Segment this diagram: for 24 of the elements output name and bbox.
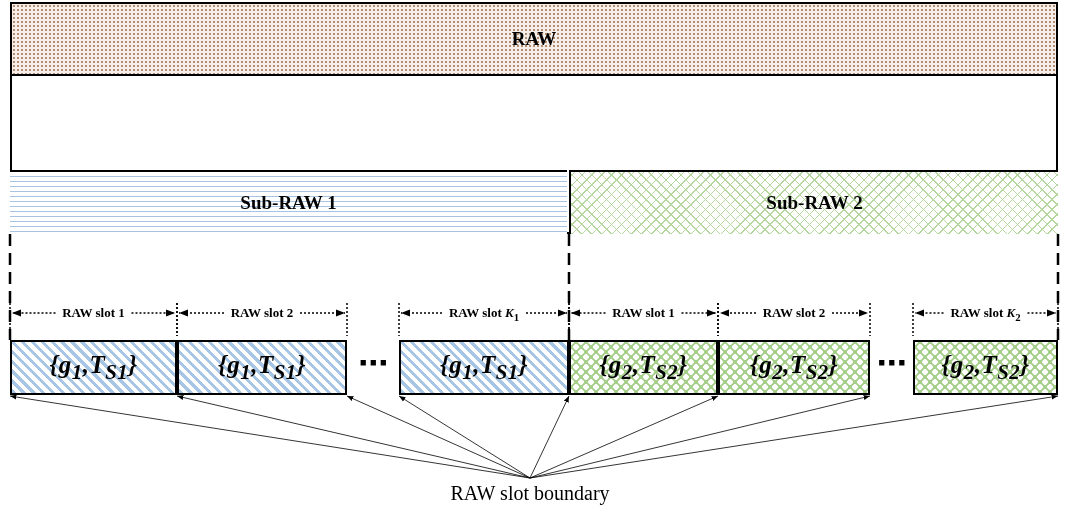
node-label: {g$_{1}$,T$_{S1}$} bbox=[218, 350, 306, 385]
node-label: Sub-RAW 2 bbox=[766, 192, 863, 214]
slot-box bbox=[718, 340, 870, 395]
node-label: {g$_{2}$,T$_{S2}$} bbox=[750, 350, 838, 385]
node-label: {g$_{2}$,T$_{S2}$} bbox=[941, 350, 1030, 385]
slot-box bbox=[913, 340, 1058, 395]
slot-box bbox=[177, 340, 347, 395]
band-box bbox=[10, 170, 567, 234]
slot-box bbox=[569, 340, 718, 395]
frame-box bbox=[10, 2, 1058, 234]
slot-box bbox=[399, 340, 569, 395]
node-label: RAW bbox=[511, 28, 557, 50]
ellipsis-mark: ⋯ bbox=[357, 348, 389, 378]
caption-text: RAW slot boundary bbox=[440, 478, 620, 508]
dashed-connector bbox=[8, 234, 12, 340]
ellipsis-mark: ⋯ bbox=[875, 348, 908, 378]
node-label: {g$_{1}$,T$_{S1}$} bbox=[440, 350, 528, 385]
node-label: {g$_{2}$,T$_{S2}$} bbox=[599, 350, 688, 385]
dashed-connector bbox=[567, 234, 571, 340]
node-label: Sub-RAW 1 bbox=[240, 192, 337, 214]
band-box bbox=[569, 170, 1058, 234]
dashed-connector bbox=[1056, 234, 1060, 340]
node-label: {g$_{1}$,T$_{S1}$} bbox=[49, 350, 138, 385]
slot-box bbox=[10, 340, 177, 395]
